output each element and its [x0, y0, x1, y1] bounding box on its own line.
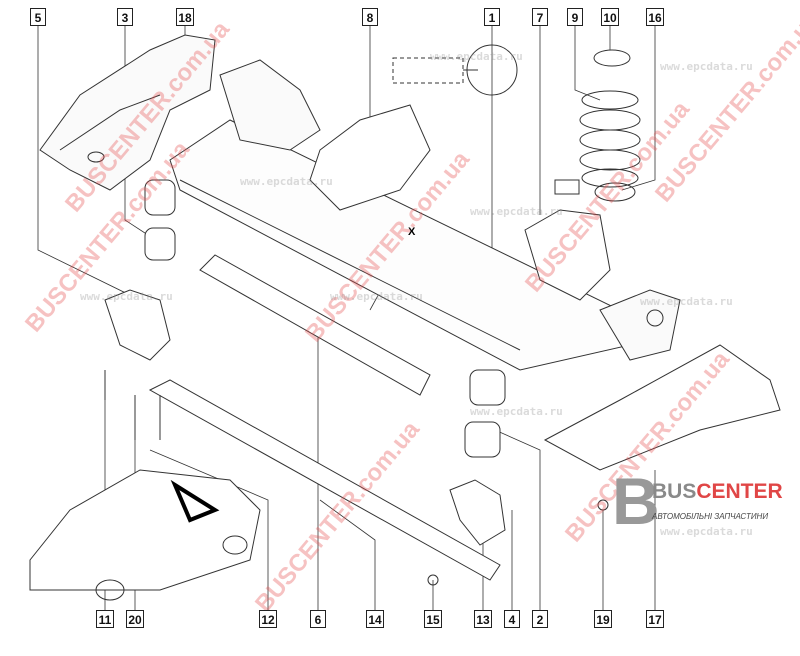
callout-8[interactable]: 8 — [362, 8, 378, 26]
watermark-site: www.epcdata.ru — [240, 175, 333, 188]
spring-cup-shield — [524, 209, 611, 301]
right-floor-shield — [543, 344, 781, 471]
callout-16[interactable]: 16 — [646, 8, 664, 26]
callout-6[interactable]: 6 — [310, 610, 326, 628]
callout-13[interactable]: 13 — [474, 610, 492, 628]
watermark-site: www.epcdata.ru — [430, 50, 523, 63]
underbody-panel — [199, 254, 431, 396]
callout-4[interactable]: 4 — [504, 610, 520, 628]
brackets — [104, 289, 506, 546]
callout-15[interactable]: 15 — [424, 610, 442, 628]
watermark-site: www.epcdata.ru — [660, 60, 753, 73]
callout-9[interactable]: 9 — [567, 8, 583, 26]
callout-19[interactable]: 19 — [594, 610, 612, 628]
logo-subtitle: АВТОМОБІЛЬНІ ЗАПЧАСТИНИ — [652, 512, 769, 521]
callout-1[interactable]: 1 — [484, 8, 500, 26]
callout-18[interactable]: 18 — [176, 8, 194, 26]
watermark-site: www.epcdata.ru — [80, 290, 173, 303]
coil-spring — [554, 49, 641, 202]
heat-shield — [309, 104, 431, 211]
bolts — [104, 370, 609, 586]
stabilizer-bar — [148, 379, 501, 581]
callout-12[interactable]: 12 — [259, 610, 277, 628]
detail-callout — [392, 44, 518, 96]
logo-letter: B — [612, 464, 660, 538]
buscenter-logo: B BUSCENTER АВТОМОБІЛЬНІ ЗАПЧАСТИНИ — [612, 468, 800, 538]
watermark-site: www.epcdata.ru — [470, 205, 563, 218]
left-heat-shield — [39, 34, 216, 191]
bushings — [144, 179, 506, 458]
car-silhouette — [29, 469, 261, 601]
watermark-site: www.epcdata.ru — [330, 290, 423, 303]
watermark-site: www.epcdata.ru — [470, 405, 563, 418]
section-marker: X — [408, 226, 416, 238]
logo-name: BUSCENTER — [652, 480, 783, 503]
rear-axle-beam — [169, 59, 681, 371]
callout-10[interactable]: 10 — [601, 8, 619, 26]
callout-2[interactable]: 2 — [532, 610, 548, 628]
callout-7[interactable]: 7 — [532, 8, 548, 26]
callout-20[interactable]: 20 — [126, 610, 144, 628]
watermark-site: www.epcdata.ru — [660, 525, 753, 538]
callout-3[interactable]: 3 — [117, 8, 133, 26]
callout-17[interactable]: 17 — [646, 610, 664, 628]
callout-11[interactable]: 11 — [96, 610, 114, 628]
callout-14[interactable]: 14 — [366, 610, 384, 628]
callout-5[interactable]: 5 — [30, 8, 46, 26]
watermark-site: www.epcdata.ru — [640, 295, 733, 308]
